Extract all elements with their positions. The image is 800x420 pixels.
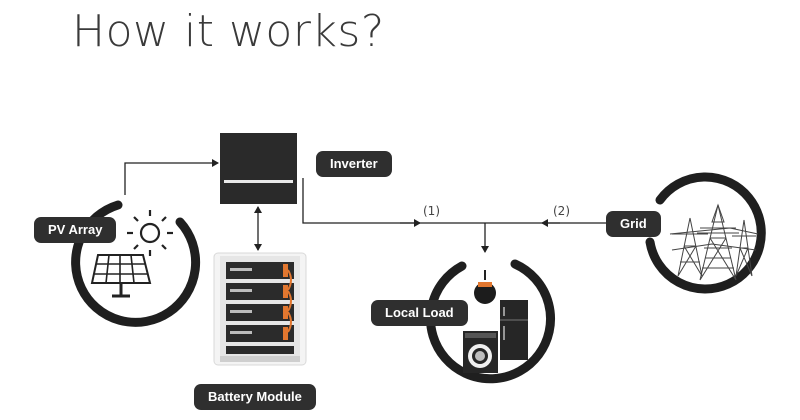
label-inverter: Inverter [316, 151, 392, 177]
label-battery-module: Battery Module [194, 384, 316, 410]
washing-machine-icon [463, 331, 498, 373]
lamp-icon [474, 270, 496, 304]
inverter-to-load-line [302, 178, 485, 224]
local-load-node [426, 259, 556, 384]
pv-to-inverter-line [124, 159, 219, 195]
pylon-icon [669, 203, 759, 281]
label-pv-array: PV Array [34, 217, 117, 243]
grid-ring [645, 172, 766, 294]
inverter-icon [220, 133, 297, 204]
grid-node [645, 172, 766, 294]
sun-icon [127, 210, 173, 256]
flow-label-2: (2) [553, 204, 570, 218]
battery-rack-icon [213, 252, 307, 366]
label-grid: Grid [606, 211, 661, 237]
connection-lines [124, 159, 606, 253]
solar-panel-icon [90, 254, 152, 298]
refrigerator-icon [500, 300, 528, 360]
page-title: How it works? [72, 6, 385, 57]
label-local-load: Local Load [371, 300, 468, 326]
battery-modules [226, 262, 294, 354]
flow-label-1: (1) [423, 204, 440, 218]
